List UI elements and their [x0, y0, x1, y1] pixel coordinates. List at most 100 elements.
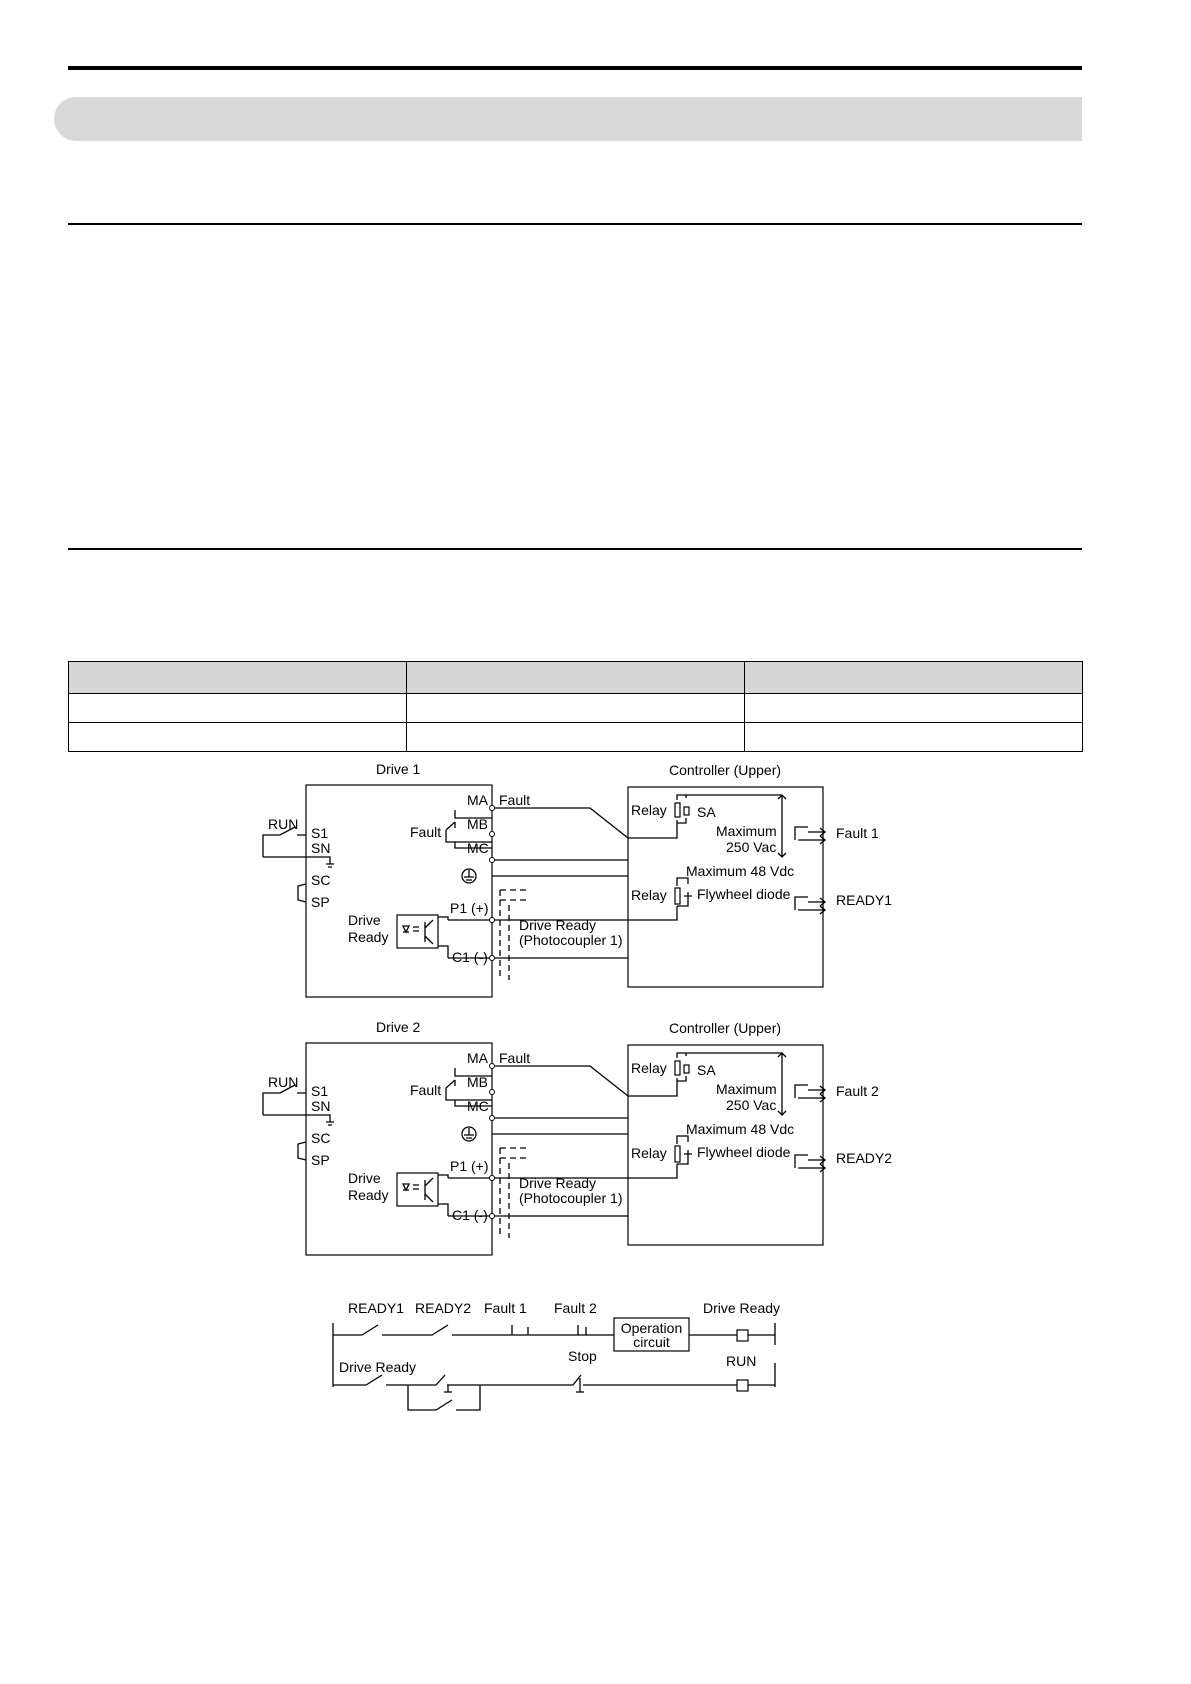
- flywheel-label: Flywheel diode: [697, 886, 791, 902]
- terminal-sc: SC: [311, 1130, 330, 1146]
- terminal-dot: [489, 917, 495, 923]
- fault-output-contact: [794, 1084, 827, 1103]
- terminal-dot: [489, 1115, 495, 1121]
- fault-wire: [492, 1065, 629, 1097]
- ground-symbol: [306, 856, 334, 868]
- terminal-p1: P1 (+): [450, 1158, 489, 1174]
- table-cell: [744, 722, 1083, 752]
- drive1-title: Drive 1: [376, 761, 421, 777]
- fault-label-right: Fault: [499, 1050, 530, 1066]
- drive2-title: Drive 2: [376, 1019, 421, 1035]
- terminal-mb: MB: [467, 1074, 488, 1090]
- fault-contact: [445, 1068, 492, 1107]
- relay-wiring: [628, 794, 782, 839]
- terminal-sn: SN: [311, 840, 330, 856]
- table-cell: [406, 722, 745, 752]
- fault-label-left: Fault: [410, 824, 441, 840]
- ladder-ready1: READY1: [348, 1300, 404, 1316]
- table-cell: [68, 722, 407, 752]
- relay-coil-icon: [674, 1145, 681, 1163]
- ladder-drive-ready-coil: Drive Ready: [703, 1300, 780, 1316]
- terminal-sp: SP: [311, 894, 330, 910]
- surge-absorber-icon: [683, 806, 690, 816]
- ready-output-contact: [794, 896, 827, 915]
- table-cell: [68, 693, 407, 723]
- relay-label-2: Relay: [631, 1145, 667, 1161]
- ladder-run: RUN: [726, 1353, 756, 1369]
- max-vac-1: Maximum: [716, 1081, 777, 1097]
- relay-coil-icon: [674, 802, 681, 818]
- ladder-stop: Stop: [568, 1348, 597, 1364]
- voltage-arrow: [777, 1052, 787, 1116]
- drive-ready-mid-1: Drive Ready: [519, 917, 596, 933]
- voltage-arrow: [777, 794, 787, 858]
- table-header-cell: [406, 661, 745, 694]
- operation-label-2: circuit: [633, 1334, 670, 1350]
- run-label: RUN: [268, 816, 298, 832]
- max-vdc: Maximum 48 Vdc: [686, 1121, 794, 1137]
- sa-label: SA: [697, 804, 716, 820]
- relay-label: Relay: [631, 802, 667, 818]
- sc-sp-jumper: [297, 1141, 307, 1161]
- drive2-box: [305, 1042, 493, 1256]
- terminal-sp: SP: [311, 1152, 330, 1168]
- relay-label-2: Relay: [631, 887, 667, 903]
- run-switch: [262, 1084, 306, 1115]
- output-ready: READY1: [836, 892, 892, 908]
- terminal-dot: [489, 955, 495, 961]
- terminal-dot: [489, 1063, 495, 1069]
- photocoupler-internals: [401, 919, 434, 945]
- stop-button-icon: [444, 1378, 584, 1393]
- terminal-dot: [489, 1089, 495, 1095]
- ladder-drive-ready-contact: Drive Ready: [339, 1359, 416, 1375]
- terminal-c1: C1 (-): [452, 1207, 488, 1223]
- terminal-dot: [489, 831, 495, 837]
- relay-wiring: [628, 1052, 782, 1097]
- max-vac-1: Maximum: [716, 823, 777, 839]
- controller1-box: [627, 786, 824, 988]
- max-vac-2: 250 Vac: [726, 1097, 776, 1113]
- terminal-c1: C1 (-): [452, 949, 488, 965]
- terminal-sn: SN: [311, 1098, 330, 1114]
- drive-ready-coil-icon: [736, 1329, 749, 1342]
- max-vdc: Maximum 48 Vdc: [686, 863, 794, 879]
- table-header-cell: [744, 661, 1083, 694]
- terminal-dot: [489, 857, 495, 863]
- drive1-circuit: Drive 1 Controller (Upper) RUN S1 SN SC …: [262, 761, 892, 998]
- terminal-sc: SC: [311, 872, 330, 888]
- terminal-s1: S1: [311, 1083, 328, 1099]
- drive2-circuit: Drive 2 Controller (Upper) RUN S1 SN SC …: [262, 1019, 892, 1256]
- output-ready: READY2: [836, 1150, 892, 1166]
- top-rule: [68, 66, 1082, 70]
- fault-label-right: Fault: [499, 792, 530, 808]
- relay-coil-icon: [674, 887, 681, 905]
- terminal-dot: [489, 1175, 495, 1181]
- output-fault: Fault 2: [836, 1083, 879, 1099]
- ground-symbol: [306, 1114, 334, 1126]
- drive-ready-mid-2: (Photocoupler 1): [519, 1190, 623, 1206]
- terminal-dot: [489, 1213, 495, 1219]
- drive-ready-label-2: Ready: [348, 1187, 388, 1203]
- relay-label: Relay: [631, 1060, 667, 1076]
- relay2-wiring: [628, 877, 692, 921]
- shield-cable: [499, 1147, 526, 1238]
- fault-contact: [445, 810, 492, 849]
- section-divider: [68, 223, 1082, 225]
- ladder-diagram: READY1 READY2 Fault 1 Fault 2 Operation …: [332, 1300, 780, 1411]
- drive-ready-label-1: Drive: [348, 912, 381, 928]
- flywheel-label: Flywheel diode: [697, 1144, 791, 1160]
- surge-absorber-icon: [683, 1064, 690, 1074]
- controller2-box: [627, 1044, 824, 1246]
- photocoupler-leads: [438, 916, 449, 958]
- section-divider: [68, 548, 1082, 550]
- terminal-s1: S1: [311, 825, 328, 841]
- ground-icon: [461, 868, 477, 884]
- run-coil-icon: [736, 1379, 749, 1392]
- table-row: [68, 693, 1083, 723]
- drive-ready-label-2: Ready: [348, 929, 388, 945]
- fault-wire: [492, 807, 629, 839]
- fault-label-left: Fault: [410, 1082, 441, 1098]
- table-header-row: [68, 661, 1083, 694]
- shield-cable: [499, 889, 526, 980]
